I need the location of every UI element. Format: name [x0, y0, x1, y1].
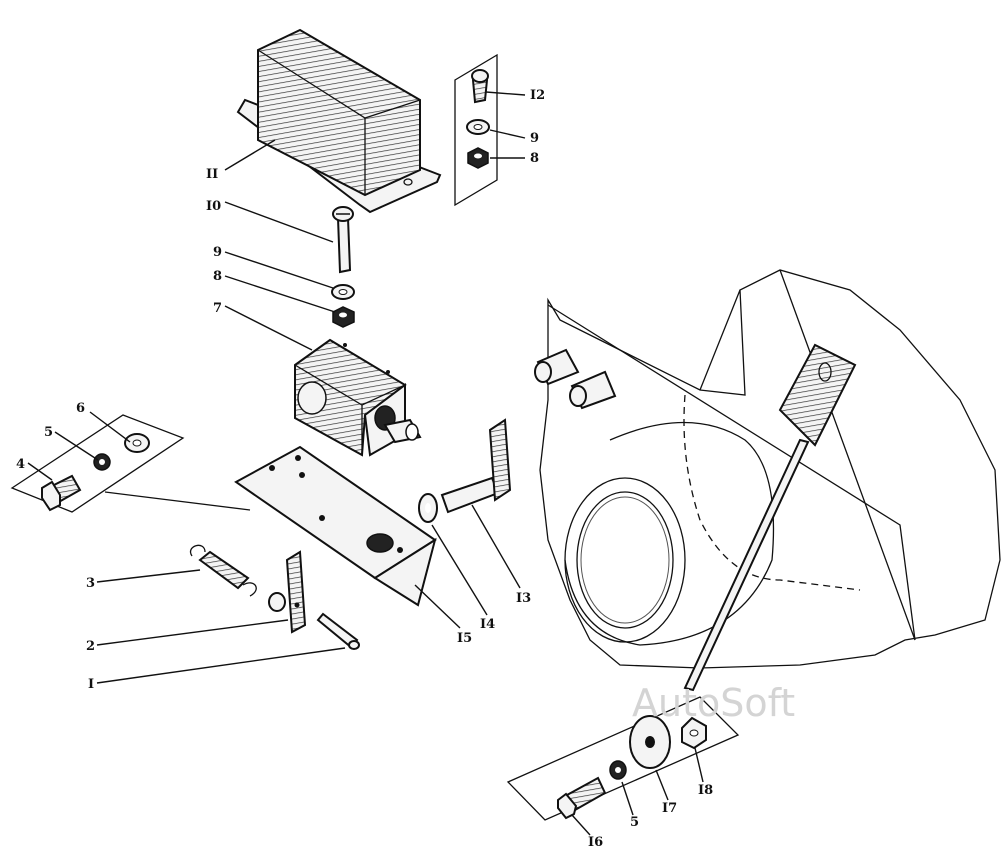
bottom-hardware-panel — [506, 696, 740, 821]
callout-13: I3 — [516, 591, 531, 606]
leader-lines — [27, 91, 704, 836]
hex-nut — [332, 306, 355, 328]
callout-16: I6 — [588, 835, 603, 850]
left-hardware-panel — [10, 414, 251, 513]
pivot-arm — [268, 550, 307, 634]
callout-11: II — [206, 167, 218, 182]
washer — [331, 284, 355, 300]
callout-7: 7 — [213, 301, 222, 316]
callout-3: 3 — [86, 576, 95, 591]
watermark: AutoSoft — [632, 681, 795, 725]
callout-2: 2 — [86, 639, 95, 654]
callout-5-bottom: 5 — [630, 815, 639, 830]
callout-9-right: 9 — [530, 131, 539, 146]
callout-8-left: 8 — [213, 269, 222, 284]
callout-9-left: 9 — [213, 245, 222, 260]
control-rod — [683, 438, 810, 692]
relay-box — [236, 28, 442, 214]
drum-housing — [539, 269, 1001, 669]
callout-10: I0 — [206, 199, 221, 214]
callout-6: 6 — [76, 401, 85, 416]
shaft-with-lever — [440, 418, 512, 514]
mounting-bracket — [234, 445, 437, 607]
callout-1: I — [88, 677, 94, 692]
callout-14: I4 — [480, 617, 495, 632]
callout-labels: I 2 3 4 5 6 7 8 9 I0 II I2 9 8 I3 I4 I5 … — [16, 88, 713, 850]
callout-17: I7 — [662, 801, 677, 816]
callout-8-right: 8 — [530, 151, 539, 166]
spacer-washer — [418, 493, 438, 523]
housing-studs — [534, 348, 617, 410]
cotter-pin — [316, 612, 360, 650]
callout-12: I2 — [530, 88, 545, 103]
callout-18: I8 — [698, 783, 713, 798]
callout-4: 4 — [16, 457, 25, 472]
long-bolt — [332, 206, 354, 274]
tension-spring — [189, 544, 257, 597]
top-hardware-panel — [454, 53, 498, 207]
callout-15: I5 — [457, 631, 472, 646]
slotted-lever-arm — [778, 343, 857, 447]
callout-5-left: 5 — [44, 425, 53, 440]
solenoid — [294, 338, 422, 457]
